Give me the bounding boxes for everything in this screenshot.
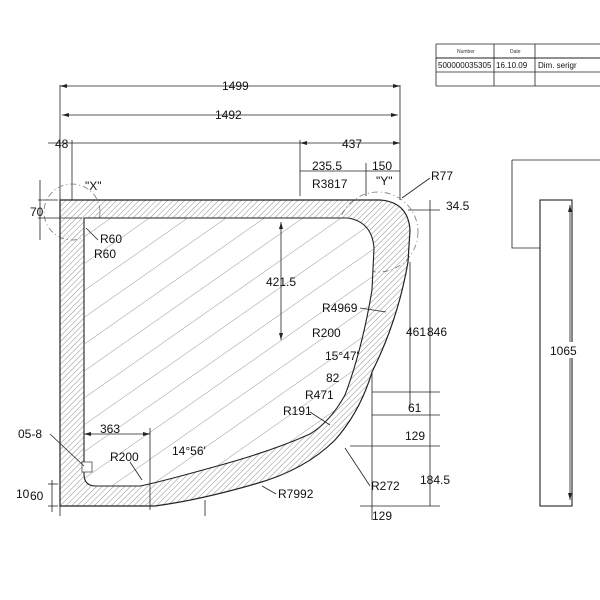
dim-radius-r4969: R4969 <box>322 301 358 315</box>
dim-inner-width: 1492 <box>215 108 242 122</box>
dim-angle-15-47: 15°47' <box>325 349 359 363</box>
dim-left-05-8: 05-8 <box>18 427 42 441</box>
glass-panel <box>59 199 411 507</box>
dim-radius-r3817: R3817 <box>312 177 348 191</box>
drawing-note: Dim. serigr <box>538 61 577 70</box>
dim-184-5: 184.5 <box>420 473 450 487</box>
dim-right-sub-b: 150 <box>372 159 392 173</box>
dim-left-70: 70 <box>30 205 44 219</box>
dim-radius-r272: R272 <box>371 479 400 493</box>
number-header: Number <box>457 49 475 55</box>
top-dimensions: 1499 1492 48 437 235.5 150 R3817 R77 <box>48 79 453 200</box>
dim-overall-width: 1499 <box>222 79 249 93</box>
dim-radius-r7992: R7992 <box>278 487 314 501</box>
dim-61: 61 <box>408 401 422 415</box>
dim-left-offset: 48 <box>55 137 69 151</box>
dim-461: 461 <box>406 325 426 339</box>
title-block: Number Date 500000035305 16.10.09 Dim. s… <box>435 43 600 87</box>
bottom-dimensions: 363 R200 14°56' R7992 <box>59 422 314 516</box>
right-dimensions: 421.5 R4969 R200 15°47' 82 R471 R191 34.… <box>266 199 470 523</box>
dim-right-34-5: 34.5 <box>446 199 470 213</box>
dim-inner-height: 421.5 <box>266 275 296 289</box>
dim-129: 129 <box>405 429 425 443</box>
dim-partial-bottom: 129 <box>372 509 392 523</box>
dim-bottom-60: 60 <box>30 489 44 503</box>
drawing-number: 500000035305 <box>438 61 492 70</box>
detail-x-label: "X" <box>85 179 102 193</box>
dim-radius-r60-b: R60 <box>94 247 116 261</box>
date-header: Date <box>510 49 521 55</box>
detail-y-label: "Y" <box>376 174 393 188</box>
dim-angle-14-56: 14°56' <box>172 444 206 458</box>
side-view: 1065 <box>511 159 600 507</box>
dim-radius-r191: R191 <box>283 404 312 418</box>
dim-right-section: 437 <box>342 137 362 151</box>
dim-bottom-10: 10 <box>16 487 30 501</box>
dim-radius-r471: R471 <box>305 388 334 402</box>
dim-right-sub-a: 235.5 <box>312 159 342 173</box>
drawing-date: 16.10.09 <box>496 61 528 70</box>
dim-846: 846 <box>427 325 447 339</box>
dim-radius-r200-bottom: R200 <box>110 450 139 464</box>
left-dimensions: 70 R60 R60 05-8 60 10 <box>16 180 122 512</box>
dim-82: 82 <box>326 371 340 385</box>
dim-bottom-363: 363 <box>100 422 120 436</box>
dim-radius-r60-a: R60 <box>100 232 122 246</box>
side-view-height: 1065 <box>550 344 577 358</box>
dim-radius-r77: R77 <box>431 169 453 183</box>
dim-radius-r200-right: R200 <box>312 326 341 340</box>
